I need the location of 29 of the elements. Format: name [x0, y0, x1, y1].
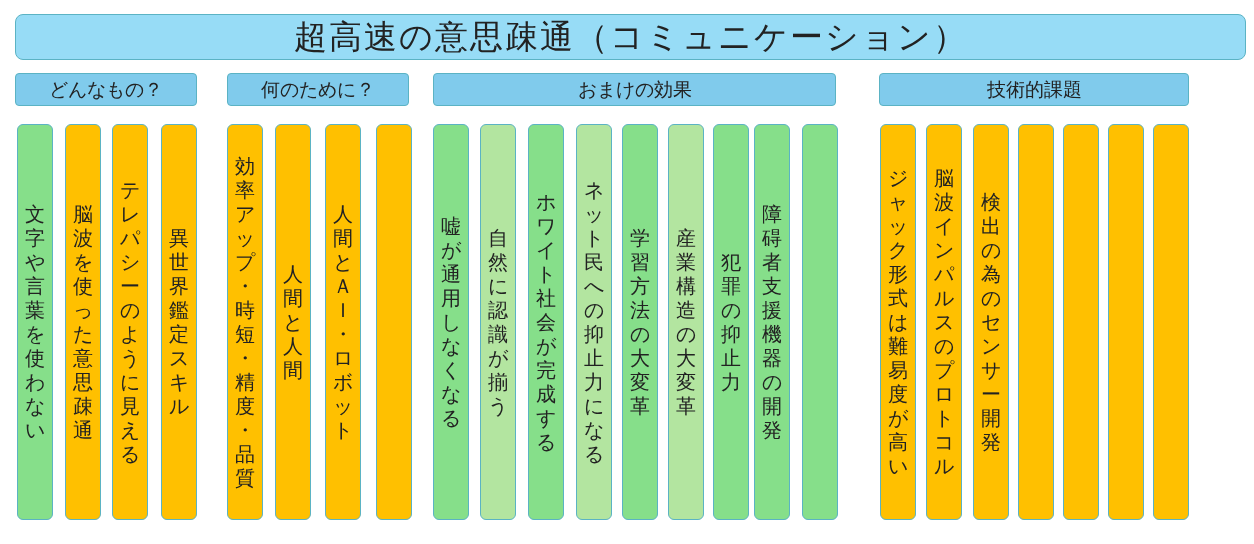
empty-column — [1063, 124, 1099, 520]
item-column: 脳波を使った意思疎通 — [65, 124, 101, 520]
empty-column — [802, 124, 838, 520]
item-column: ネット民への抑止力になる — [576, 124, 612, 520]
item-column: 嘘が通用しなくなる — [433, 124, 469, 520]
empty-column — [1108, 124, 1144, 520]
item-column: 文字や言葉を使わない — [17, 124, 53, 520]
title-banner: 超高速の意思疎通（コミュニケーション） — [15, 14, 1246, 60]
item-column: 検出の為のセンサー開発 — [973, 124, 1009, 520]
item-column: ジャック形式は難易度が高い — [880, 124, 916, 520]
section-header: おまけの効果 — [433, 73, 836, 106]
item-column: テレパシーのように見える — [112, 124, 148, 520]
item-column: 犯罪の抑止力 — [713, 124, 749, 520]
item-column: 人間とＡＩ・ロボット — [325, 124, 361, 520]
item-column: 産業構造の大変革 — [668, 124, 704, 520]
item-column: 人間と人間 — [275, 124, 311, 520]
item-column: 障碍者支援機器の開発 — [754, 124, 790, 520]
section-header: どんなもの？ — [15, 73, 197, 106]
item-column: 学習方法の大変革 — [622, 124, 658, 520]
section-header: 何のために？ — [227, 73, 409, 106]
item-column: 効率アップ・時短・精度・品質 — [227, 124, 263, 520]
item-column: 自然に認識が揃う — [480, 124, 516, 520]
empty-column — [1018, 124, 1054, 520]
item-column: 異世界鑑定スキル — [161, 124, 197, 520]
item-column: 脳波インパルスのプロトコル — [926, 124, 962, 520]
item-column: ホワイト社会が完成する — [528, 124, 564, 520]
empty-column — [1153, 124, 1189, 520]
section-header: 技術的課題 — [879, 73, 1189, 106]
empty-column — [376, 124, 412, 520]
